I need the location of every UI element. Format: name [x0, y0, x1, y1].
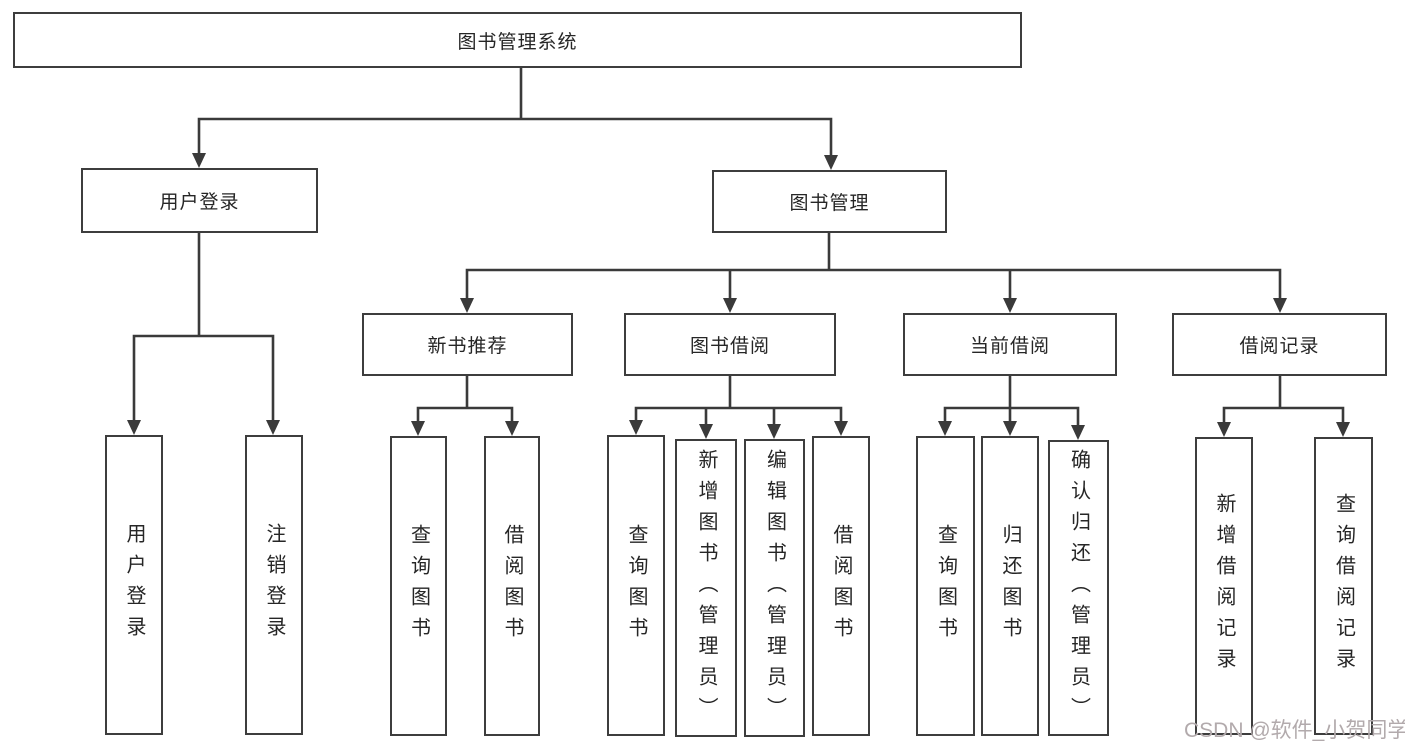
node-query-books-1: 查询图书	[390, 436, 447, 736]
node-label: 查询图书	[407, 524, 430, 648]
arrowhead	[192, 153, 206, 168]
arrowhead	[629, 420, 643, 435]
node-label: 用户登录	[159, 192, 240, 213]
arrowhead	[411, 421, 425, 436]
arrowhead	[1273, 298, 1287, 313]
node-label: 图书管理系统	[457, 31, 578, 53]
arrowhead	[1217, 422, 1231, 437]
node-user-login: 用户登录	[81, 168, 318, 233]
node-add-books-admin: 新增图书（管理员）	[675, 439, 737, 737]
node-logout: 注销登录	[245, 435, 303, 735]
node-label: 查询图书	[625, 523, 647, 648]
arrowhead	[1003, 298, 1017, 313]
node-label: 查询借阅记录	[1332, 493, 1355, 679]
node-confirm-return-admin: 确认归还（管理员）	[1048, 440, 1109, 736]
arrowhead	[266, 420, 280, 435]
arrowhead	[723, 298, 737, 313]
node-borrowing-records: 借阅记录	[1172, 313, 1387, 376]
node-label: 图书管理	[789, 193, 870, 214]
csdn-watermark: CSDN @软件_小贺同学	[1184, 719, 1405, 742]
node-label: 查询图书	[934, 524, 957, 648]
arrowhead	[699, 424, 713, 439]
node-label: 借阅图书	[501, 524, 523, 648]
node-label: 确认归还（管理员）	[1067, 448, 1090, 728]
node-return-books: 归还图书	[981, 436, 1039, 736]
arrowhead	[127, 420, 141, 435]
node-new-book-recommendation: 新书推荐	[362, 313, 573, 376]
node-user-login-leaf: 用户登录	[105, 435, 163, 735]
node-query-books-3: 查询图书	[916, 436, 975, 736]
node-label: 借阅记录	[1239, 336, 1320, 357]
node-label: 编辑图书（管理员）	[763, 448, 786, 728]
arrowhead	[1336, 422, 1350, 437]
node-label: 当前借阅	[969, 336, 1050, 357]
node-label: 用户登录	[123, 523, 145, 647]
node-current-borrowing: 当前借阅	[903, 313, 1117, 376]
node-label: 图书借阅	[689, 336, 770, 357]
arrowhead	[834, 421, 848, 436]
arrowhead	[767, 424, 781, 439]
node-book-borrowing: 图书借阅	[624, 313, 836, 376]
arrowhead	[1071, 425, 1085, 440]
node-label: 新增借阅记录	[1213, 493, 1235, 679]
node-query-borrow-record: 查询借阅记录	[1314, 437, 1373, 735]
node-borrow-books-2: 借阅图书	[812, 436, 870, 736]
arrowhead	[460, 298, 474, 313]
arrowhead	[505, 421, 519, 436]
node-add-borrow-record: 新增借阅记录	[1195, 437, 1253, 735]
node-library-management-system: 图书管理系统	[13, 12, 1022, 68]
arrowhead	[938, 421, 952, 436]
node-query-books-2: 查询图书	[607, 435, 665, 736]
node-label: 归还图书	[999, 524, 1021, 648]
node-label: 注销登录	[263, 523, 285, 647]
node-label: 新书推荐	[427, 336, 508, 357]
node-label: 借阅图书	[830, 524, 852, 648]
node-book-management: 图书管理	[712, 170, 947, 233]
node-borrow-books-1: 借阅图书	[484, 436, 540, 736]
node-edit-books-admin: 编辑图书（管理员）	[744, 439, 805, 737]
arrowhead	[824, 155, 838, 170]
arrowhead	[1003, 421, 1017, 436]
node-label: 新增图书（管理员）	[695, 448, 717, 728]
